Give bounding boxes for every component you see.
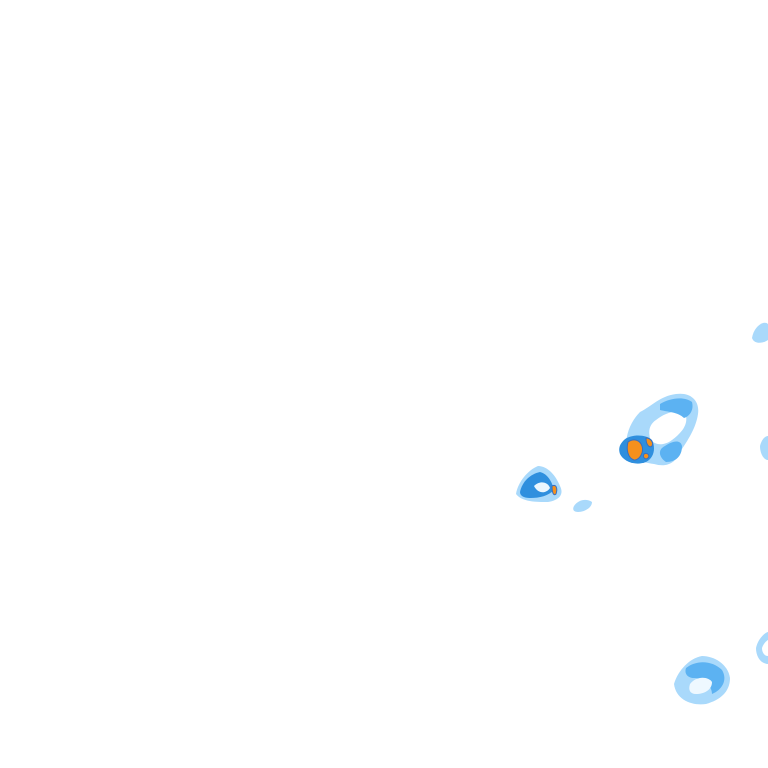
cell-core-orange — [619, 435, 654, 464]
cell-east-edge-small — [752, 322, 768, 343]
cell-west — [516, 466, 562, 502]
cell-east-edge-mid — [760, 436, 768, 460]
cell-speck — [573, 499, 592, 512]
cell-east-edge-low — [756, 632, 768, 664]
cell-southeast — [674, 656, 730, 705]
